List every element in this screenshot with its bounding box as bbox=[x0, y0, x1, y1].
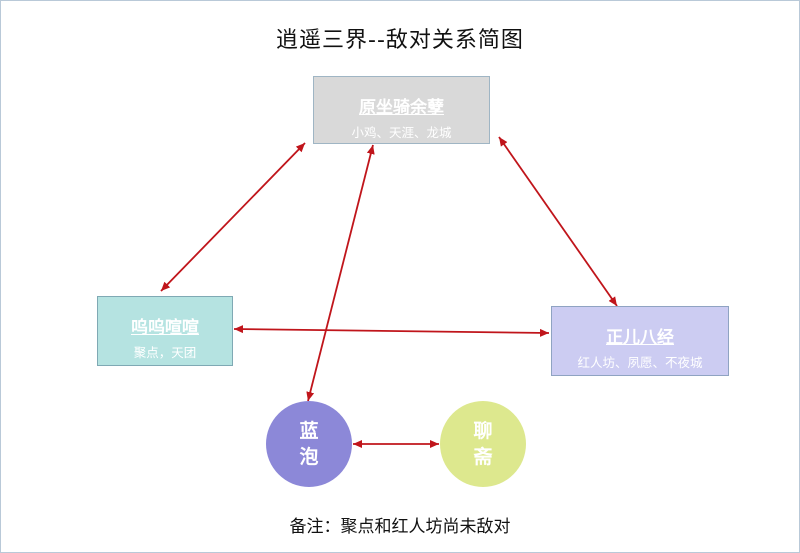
node-wuwuxuanxuan: 呜呜喧喧 聚点，天团 bbox=[97, 296, 233, 366]
edge-top-lanpao bbox=[306, 144, 375, 402]
node-members: 红人坊、夙愿、不夜城 bbox=[577, 355, 703, 370]
node-members: 小鸡、天涯、龙城 bbox=[351, 125, 452, 140]
node-name: 聊斋 bbox=[473, 420, 493, 468]
edge-left-right bbox=[233, 325, 550, 337]
node-name: 蓝泡 bbox=[299, 420, 319, 468]
footnote: 备注：聚点和红人坊尚未敌对 bbox=[289, 517, 511, 537]
node-lanpao: 蓝泡 bbox=[266, 401, 352, 487]
node-name: 原坐骑余孽 bbox=[359, 98, 444, 118]
edge-top-left bbox=[160, 142, 306, 292]
node-liaozhai: 聊斋 bbox=[440, 401, 526, 487]
node-zhengerbajing: 正儿八经 红人坊、夙愿、不夜城 bbox=[551, 306, 729, 376]
diagram-title: 逍遥三界--敌对关系简图 bbox=[276, 28, 524, 53]
node-members: 聚点，天团 bbox=[133, 345, 197, 360]
edge-top-right bbox=[498, 136, 618, 307]
node-name: 正儿八经 bbox=[606, 328, 674, 348]
node-name: 呜呜喧喧 bbox=[131, 318, 199, 338]
node-yuanzuoqi: 原坐骑余孽 小鸡、天涯、龙城 bbox=[313, 76, 490, 144]
